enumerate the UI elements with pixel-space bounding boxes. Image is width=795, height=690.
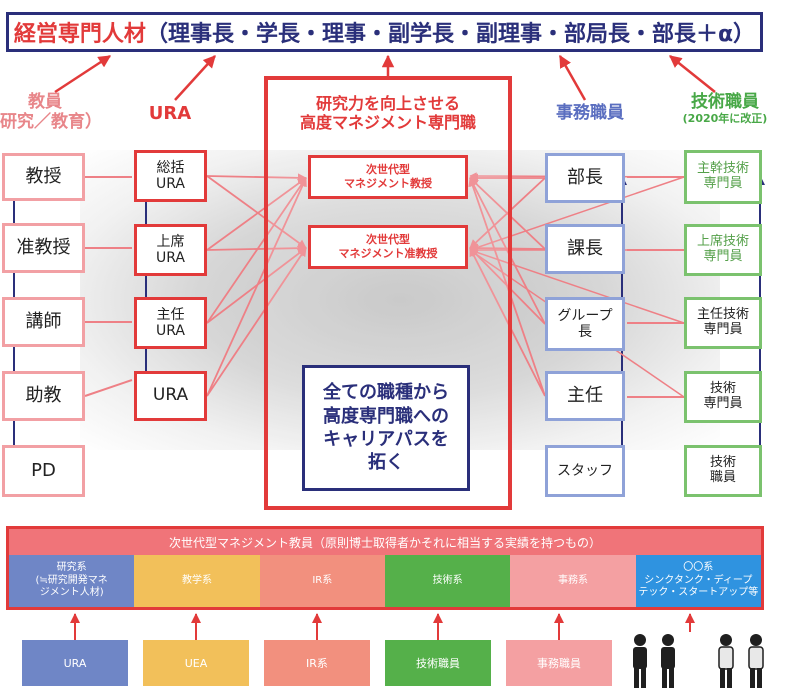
tech-staff: 技術 職員 xyxy=(684,445,762,497)
banner-title-roles: （理事長・学長・理事・副学長・副理事・部局長・部長＋α） xyxy=(145,22,756,47)
admin-header: 事務職員 xyxy=(556,103,624,123)
faculty-associate-professor: 准教授 xyxy=(2,223,85,273)
ura-to-professor-arrow xyxy=(206,177,307,251)
faculty-to-banner-arrow xyxy=(54,54,112,94)
category-box: 〇〇系 シンクタンク・ディープ テック・スタートアップ等 xyxy=(635,555,761,607)
tech-subtitle: (2020年に改正) xyxy=(682,112,768,126)
faculty-subtitle: 研究／教育） xyxy=(0,112,102,133)
faculty-to-ura-line xyxy=(84,379,133,397)
faculty-title: 教員 xyxy=(28,92,62,112)
ura-staff: URA xyxy=(134,371,207,421)
source-role-box: 技術職員 xyxy=(385,640,491,686)
source-role-box: 事務職員 xyxy=(506,640,612,686)
ura-to-associate-arrow xyxy=(206,247,307,397)
source-role-row: URA UEA IR系技術職員事務職員 xyxy=(22,640,612,686)
ura-to-professor-arrow xyxy=(206,177,307,324)
ura-to-banner-arrow xyxy=(174,55,216,101)
admin-to-associate-arrow xyxy=(469,247,546,397)
faculty-header: 教員 研究／教育） xyxy=(0,92,102,133)
faculty-lecturer: 講師 xyxy=(2,297,85,347)
admin-to-professor-arrow xyxy=(468,177,546,397)
admin-group-leader: グループ 長 xyxy=(545,297,625,351)
faculty-postdoc: PD xyxy=(2,445,85,497)
source-role-box: URA xyxy=(22,640,128,686)
admin-to-professor-arrow xyxy=(469,177,546,250)
admin-to-professor-arrow xyxy=(469,177,546,325)
tech-chief-specialist: 主幹技術 専門員 xyxy=(684,150,762,204)
tech-header: 技術職員 (2020年に改正) xyxy=(660,92,790,126)
management-talent-banner: 経営専門人材 （理事長・学長・理事・副学長・副理事・部局長・部長＋α） xyxy=(6,12,763,52)
career-path-message: 全ての職種から 高度専門職への キャリアパスを 拓く xyxy=(302,365,470,491)
ura-to-professor-arrow xyxy=(206,173,307,183)
category-box: 事務系 xyxy=(510,555,636,607)
tech-title: 技術職員 xyxy=(691,92,759,112)
ura-to-professor-arrow xyxy=(206,177,307,397)
ura-header: URA xyxy=(148,103,192,124)
ura-to-associate-arrow xyxy=(206,175,307,249)
ura-chief: 総括 URA xyxy=(134,150,207,202)
ura-principal: 主任 URA xyxy=(134,297,207,349)
tech-senior-specialist: 上席技術 専門員 xyxy=(684,224,762,276)
faculty-assistant-professor: 助教 xyxy=(2,371,85,421)
next-gen-management-associate-professor: 次世代型 マネジメント准教授 xyxy=(308,225,468,269)
category-box: IR系 xyxy=(259,555,385,607)
admin-to-associate-arrow xyxy=(469,243,546,253)
person-icon xyxy=(633,634,764,688)
center-title: 研究力を向上させる 高度マネジメント専門職 xyxy=(299,94,476,133)
admin-director: 部長 xyxy=(545,153,625,203)
category-box: 教学系 xyxy=(134,555,260,607)
tech-principal-specialist: 主任技術 専門員 xyxy=(684,297,762,349)
next-gen-management-professor: 次世代型 マネジメント教授 xyxy=(308,155,468,199)
banner-title-main: 経営専門人材 xyxy=(13,22,146,47)
category-box: 研究系 (≒研究開発マネ ジメント人材) xyxy=(9,555,135,607)
tech-to-associate-arrow xyxy=(469,248,685,324)
faculty-professor: 教授 xyxy=(2,153,85,201)
admin-supervisor: 主任 xyxy=(545,371,625,421)
tech-to-banner-arrow xyxy=(669,55,716,93)
admin-section-chief: 課長 xyxy=(545,224,625,274)
next-gen-faculty-title: 次世代型マネジメント教員（原則博士取得者かそれに相当する実績を持つもの） xyxy=(9,529,761,555)
category-box: 技術系 xyxy=(384,555,511,607)
admin-to-banner-arrow xyxy=(558,54,587,101)
source-role-box: IR系 xyxy=(264,640,370,686)
admin-staff: スタッフ xyxy=(545,445,625,497)
source-role-box: UEA xyxy=(143,640,249,686)
tech-to-associate-arrow xyxy=(469,176,685,252)
ura-senior: 上席 URA xyxy=(134,224,207,276)
tech-specialist: 技術 専門員 xyxy=(684,371,762,423)
people-icons xyxy=(633,634,764,688)
next-gen-faculty-panel: 次世代型マネジメント教員（原則博士取得者かそれに相当する実績を持つもの） 研究系… xyxy=(6,526,764,610)
